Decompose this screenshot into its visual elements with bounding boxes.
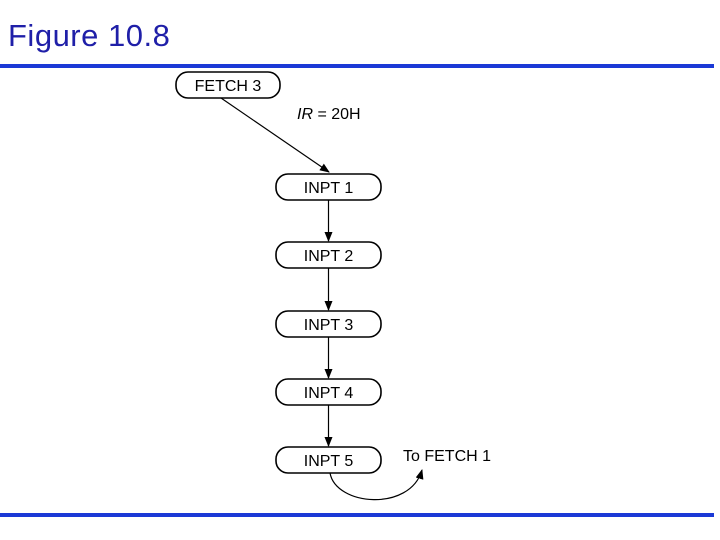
state-inpt-5-label: INPT 5 — [304, 453, 354, 470]
edge-fetch3-to-inpt1 — [220, 97, 330, 173]
title-divider — [0, 64, 714, 68]
state-inpt-5: INPT 5 — [275, 446, 382, 474]
state-inpt-1-label: INPT 1 — [304, 180, 354, 197]
state-fetch-3-label: FETCH 3 — [195, 78, 262, 95]
slide-title: Figure 10.8 — [8, 18, 171, 53]
state-inpt-2: INPT 2 — [275, 241, 382, 269]
state-inpt-4-label: INPT 4 — [304, 385, 354, 402]
state-fetch-3: FETCH 3 — [175, 71, 281, 99]
edge-inpt5-exit — [329, 469, 424, 501]
footer-divider — [0, 513, 714, 517]
condition-label: IR = 20H — [297, 106, 361, 123]
exit-label: To FETCH 1 — [403, 448, 491, 465]
state-inpt-1: INPT 1 — [275, 173, 382, 201]
state-inpt-4: INPT 4 — [275, 378, 382, 406]
state-inpt-2-label: INPT 2 — [304, 248, 354, 265]
state-inpt-3: INPT 3 — [275, 310, 382, 338]
state-inpt-3-label: INPT 3 — [304, 317, 354, 334]
